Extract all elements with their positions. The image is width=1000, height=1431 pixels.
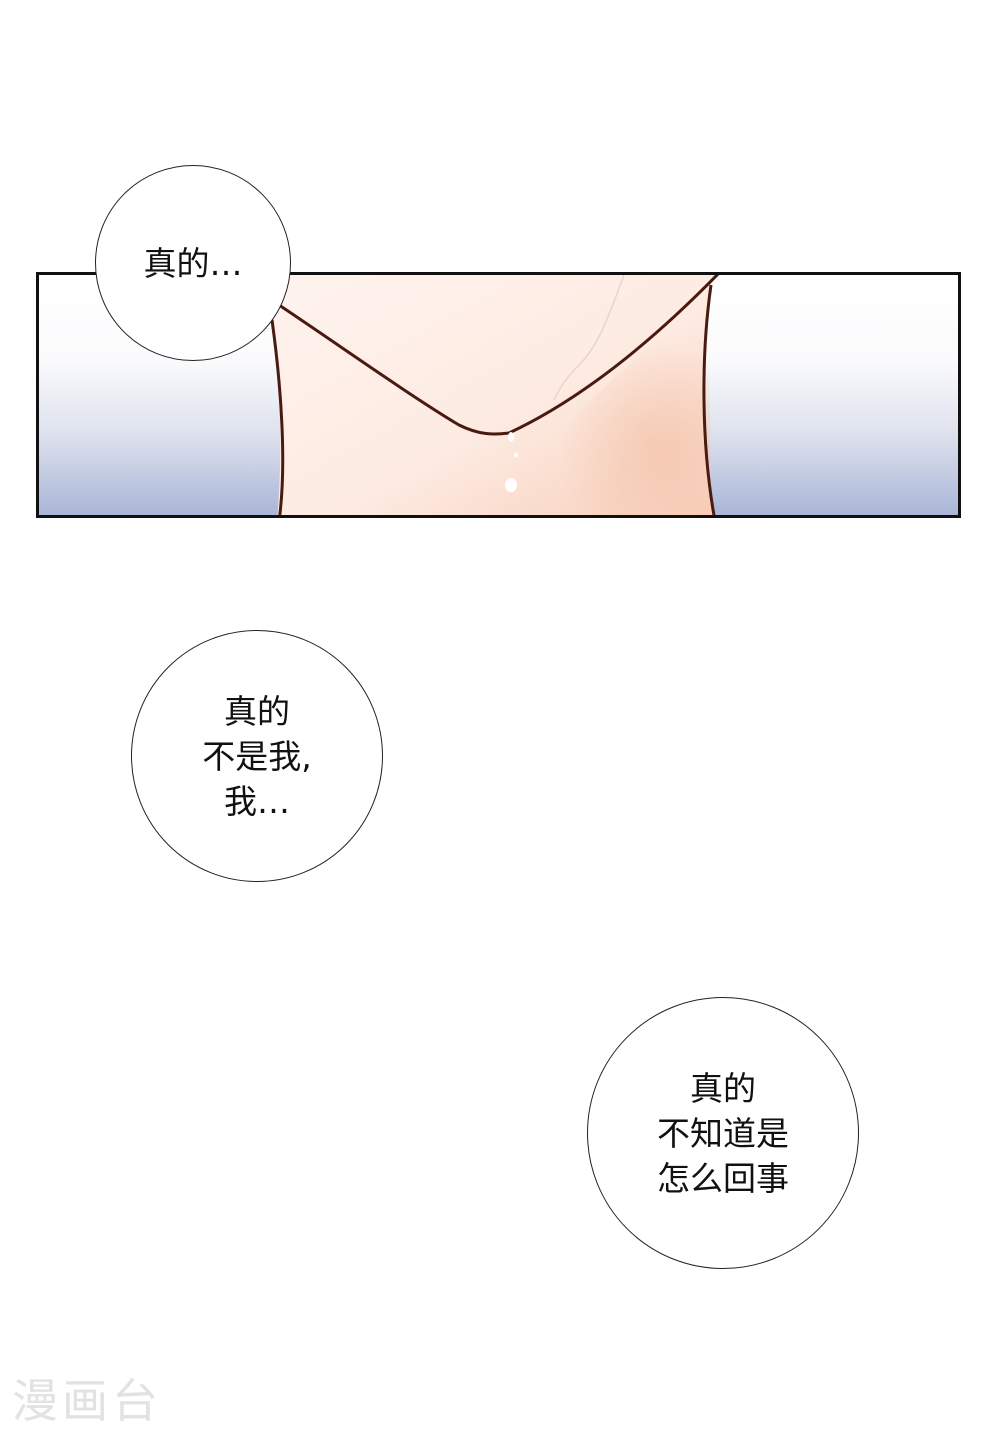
speech-bubble-1: 真的…	[95, 165, 291, 361]
speech-bubble-text: 真的…	[143, 243, 243, 283]
speech-bubble-2: 真的 不是我, 我…	[131, 630, 383, 882]
neck-illustration	[270, 275, 720, 515]
comic-panel-neck-closeup	[36, 272, 961, 518]
watermark-logo: 漫画台	[12, 1374, 162, 1428]
speech-bubble-text: 真的 不知道是 怎么回事	[657, 1068, 789, 1198]
speech-bubble-text: 真的 不是我, 我…	[202, 691, 312, 821]
speech-bubble-3: 真的 不知道是 怎么回事	[587, 997, 859, 1269]
